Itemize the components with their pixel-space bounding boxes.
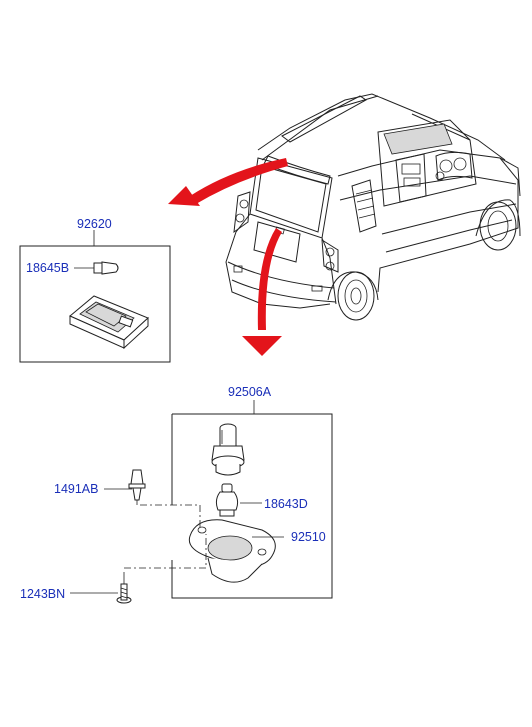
push-clip-icon xyxy=(104,469,146,505)
part-label-1491ab: 1491AB xyxy=(54,482,98,496)
interior-lamp-housing-icon xyxy=(69,295,149,350)
license-lamp-box xyxy=(124,400,333,599)
part-label-18645b: 18645B xyxy=(26,261,69,275)
part-label-92506a: 92506A xyxy=(228,385,272,399)
wedge-bulb-icon xyxy=(215,483,262,517)
part-label-1243bn: 1243BN xyxy=(20,587,65,601)
red-arrow-to-license-lamp xyxy=(242,228,282,356)
festoon-bulb-icon xyxy=(74,261,119,275)
part-label-18643d: 18643D xyxy=(264,497,308,511)
red-arrow-to-interior-lamp xyxy=(168,158,288,206)
part-label-92510: 92510 xyxy=(291,530,326,544)
lamp-lens-icon xyxy=(188,519,284,583)
lamp-socket-icon xyxy=(211,423,245,476)
part-label-92620: 92620 xyxy=(77,217,112,231)
interior-lamp-box xyxy=(19,230,171,363)
screw-icon xyxy=(70,572,132,604)
vehicle-illustration xyxy=(225,93,521,321)
